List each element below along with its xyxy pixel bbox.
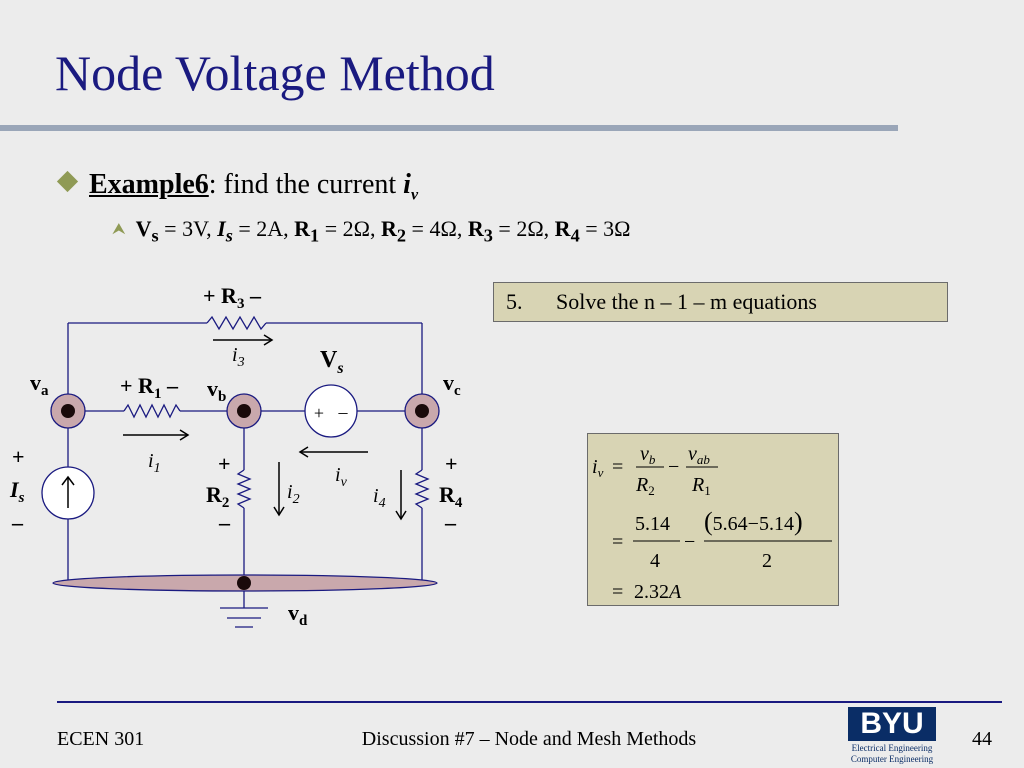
i2-arrow-icon xyxy=(273,462,285,517)
eq-equals-1: = xyxy=(612,456,623,478)
node-a-marker xyxy=(50,393,86,429)
param-r3-value: 2Ω xyxy=(516,216,544,241)
node-b-marker xyxy=(226,393,262,429)
voltage-source xyxy=(304,384,358,438)
resistor-r3 xyxy=(206,315,267,331)
diamond-bullet-icon xyxy=(56,170,79,193)
param-r2-sub: 2 xyxy=(396,225,407,246)
param-r2-name: R xyxy=(380,216,397,241)
step-number: 5. xyxy=(506,289,523,314)
footer-course: ECEN 301 xyxy=(57,728,145,750)
resistor-r4 xyxy=(414,469,430,509)
eq2-num2: (5.64−5.14) xyxy=(704,507,803,536)
arrowhead-bullet-icon: ⮝ xyxy=(112,219,126,238)
node-d-label: vd xyxy=(288,600,308,629)
title-divider xyxy=(0,125,898,131)
param-r1-sub: 1 xyxy=(310,225,320,246)
node-a-label: va xyxy=(30,370,49,399)
param-r1-name: R xyxy=(294,216,311,241)
target-variable-sub: v xyxy=(410,186,419,204)
r3-label: + R3 – xyxy=(203,283,262,312)
param-vs-name: V xyxy=(135,216,152,241)
eq1-den1: R2 xyxy=(635,474,655,498)
param-vs-value: 3V xyxy=(182,216,207,241)
node-c-marker xyxy=(404,393,440,429)
i1-label: i1 xyxy=(148,450,161,476)
eq1-den2: R1 xyxy=(691,474,711,498)
current-source-up-arrow-icon xyxy=(61,475,75,508)
footer-divider xyxy=(57,701,1002,703)
eq1-num2: vab xyxy=(688,443,710,467)
param-is-name: I xyxy=(217,216,226,241)
eq3-result: 2.32A xyxy=(634,581,682,603)
i4-arrow-icon xyxy=(395,470,407,521)
example-label: Example6 xyxy=(89,169,209,200)
node-d-marker xyxy=(237,576,251,590)
eq1-num1: vb xyxy=(640,443,656,467)
r2-label: R2 xyxy=(206,482,229,511)
parameter-list: ⮝Vs = 3V, Is = 2A, R1 = 2Ω, R2 = 4Ω, R3 … xyxy=(112,216,631,246)
param-r2-value: 4Ω xyxy=(429,216,457,241)
page-number: 44 xyxy=(972,728,992,750)
eq-lhs: iv xyxy=(592,456,604,480)
r2-minus: – xyxy=(218,510,231,535)
i1-arrow-icon xyxy=(123,429,190,441)
param-vs-sub: s xyxy=(151,225,159,246)
vs-minus: – xyxy=(338,402,349,422)
i3-label: i3 xyxy=(232,344,245,370)
resistor-r2 xyxy=(236,469,252,509)
eq2-den1: 4 xyxy=(650,550,660,572)
param-r3-name: R xyxy=(467,216,484,241)
is-plus: + xyxy=(12,444,25,469)
iv-label: iv xyxy=(335,464,348,490)
example-bullet: Example6: find the current iv xyxy=(56,168,419,205)
is-minus: – xyxy=(11,510,24,535)
i2-label: i2 xyxy=(287,481,300,507)
param-is-value: 2A xyxy=(256,216,284,241)
param-r1-value: 2Ω xyxy=(342,216,370,241)
circuit-diagram: + – + R3 – + R1 – + R2 – + R4 – + Is – V… xyxy=(9,283,463,629)
param-is-sub: s xyxy=(225,225,233,246)
r2-plus: + xyxy=(218,451,231,476)
equation: iv = vb R2 − vab R1 = 5.14 4 − (5.64−5.1… xyxy=(592,443,832,603)
node-b-label: vb xyxy=(207,376,226,405)
footer-title: Discussion #7 – Node and Mesh Methods xyxy=(361,728,697,750)
eq-minus-2: − xyxy=(684,531,695,553)
eq-minus-1: − xyxy=(668,456,679,478)
r4-label: R4 xyxy=(439,482,463,511)
target-variable: i xyxy=(403,169,411,200)
param-r4-value: 3Ω xyxy=(603,216,631,241)
param-r3-sub: 3 xyxy=(483,225,493,246)
equation-box: iv = vb R2 − vab R1 = 5.14 4 − (5.64−5.1… xyxy=(587,433,839,606)
vs-plus: + xyxy=(314,403,324,423)
vs-label: Vs xyxy=(320,347,344,377)
example-text: : find the current xyxy=(208,169,404,200)
r4-minus: – xyxy=(444,510,457,535)
i4-label: i4 xyxy=(373,485,386,511)
r4-plus: + xyxy=(445,451,458,476)
r1-label: + R1 – xyxy=(120,373,179,402)
is-label: Is xyxy=(9,477,25,506)
resistor-r1 xyxy=(123,403,181,419)
node-c-label: vc xyxy=(443,370,461,399)
eq-equals-2: = xyxy=(612,531,623,553)
step-text: Solve the n – 1 – m equations xyxy=(556,289,817,314)
eq2-num1: 5.14 xyxy=(635,513,670,535)
param-r4-sub: 4 xyxy=(570,225,580,246)
slide-title: Node Voltage Method xyxy=(55,45,495,101)
eq-equals-3: = xyxy=(612,581,623,603)
iv-arrow-icon xyxy=(298,446,368,458)
i3-arrow-icon xyxy=(213,334,274,346)
param-r4-name: R xyxy=(554,216,571,241)
eq2-den2: 2 xyxy=(762,550,772,572)
byu-wordmark: BYU xyxy=(848,707,936,741)
step-box: 5. Solve the n – 1 – m equations xyxy=(493,282,948,322)
